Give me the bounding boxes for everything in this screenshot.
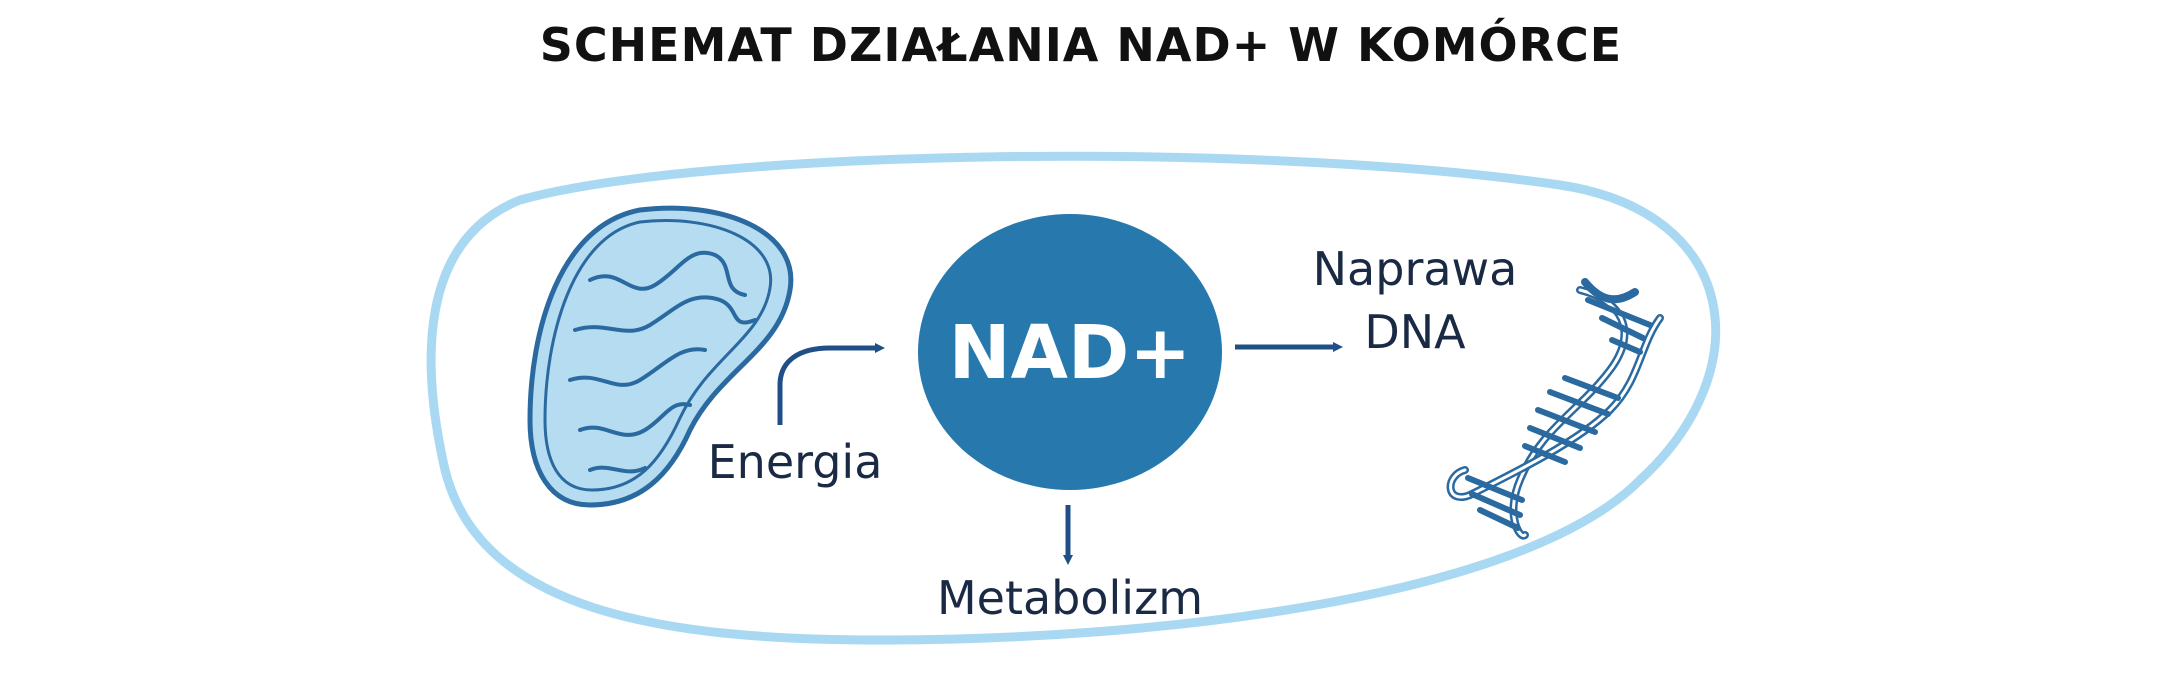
energy-label: Energia (708, 435, 883, 489)
nad-label: NAD+ (949, 310, 1192, 396)
metabolism-label: Metabolizm (937, 571, 1203, 625)
dna-helix-icon (1446, 278, 1664, 540)
page-title: SCHEMAT DZIAŁANIA NAD+ W KOMÓRCE (539, 18, 1623, 72)
cell-membrane (426, 151, 1720, 645)
nad-circle (918, 214, 1222, 490)
dna-repair-label-line1: Naprawa (1313, 242, 1518, 296)
arrow-energy-to-nad (777, 343, 885, 425)
dna-repair-label-line2: DNA (1364, 305, 1466, 359)
mitochondrion-icon (527, 205, 794, 508)
